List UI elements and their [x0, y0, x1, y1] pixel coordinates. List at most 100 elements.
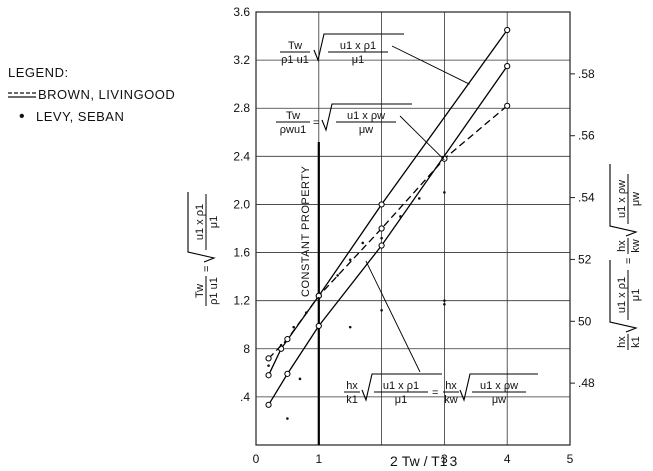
y-tick-label: 1.2: [233, 294, 250, 308]
levy-seban-dot: [298, 377, 302, 381]
y2label-d-den: μw: [630, 192, 642, 206]
y-tick-label: 8: [243, 342, 250, 356]
formula3-left-num: hx: [346, 380, 358, 392]
levy-seban-dot: [443, 302, 446, 306]
y2-tick-label: .56: [578, 129, 595, 143]
constant-property-label: CONSTANT PROPERTY: [300, 165, 312, 297]
levy-seban-dot: [399, 215, 402, 218]
legend-item-levy-seban: • LEVY, SEBAN: [8, 106, 175, 128]
formula2-leader: [399, 115, 445, 161]
formula3-mid-num: u1 x ρ1: [383, 380, 419, 392]
formula1-right-num: u1 x ρ1: [340, 40, 376, 52]
y-tick-label: .4: [240, 390, 250, 404]
levy-seban-dot: [304, 311, 308, 314]
x-tick-label: 3: [441, 452, 448, 466]
legend-label-brown-livingood: BROWN, LIVINGOOD: [38, 87, 176, 102]
y2label-a-num: hx: [616, 336, 628, 348]
y2label-a-den: k1: [630, 336, 642, 348]
plot-frame: [255, 11, 571, 446]
x-tick-label: 4: [504, 452, 511, 466]
ylabel-right-num: u1 x ρ1: [194, 204, 206, 240]
y2-tick-label: 50: [578, 314, 592, 328]
formula3-sqrt2: [459, 373, 538, 402]
formula1-right: u1 x ρ1 μ1: [328, 40, 388, 66]
series-line-2: [268, 105, 508, 359]
y-tick-label: 3.2: [233, 53, 250, 67]
ylabel-sqrt: [187, 192, 216, 263]
levy-seban-dot: [279, 343, 283, 347]
ylabel-eq: =: [201, 266, 213, 272]
y-tick-label: 3.6: [233, 5, 250, 19]
formula3-right: hx kw: [443, 380, 459, 406]
levy-seban-dot: [443, 299, 446, 302]
ylabel-right-den: μ1: [208, 216, 220, 228]
formula2-right-den: μw: [359, 124, 373, 136]
y2label-eq: =: [623, 258, 635, 264]
formula1-left-den: ρ1 u1: [281, 54, 309, 66]
legend-item-brown-livingood: BROWN, LIVINGOOD: [8, 84, 175, 106]
legend-marker-dot: •: [18, 108, 26, 125]
formula3-mid: u1 x ρ1 μ1: [374, 380, 428, 406]
series-point-3: [315, 322, 322, 330]
series-point-2: [284, 336, 291, 343]
y2-tick-label: .58: [578, 67, 595, 81]
levy-seban-dot: [443, 191, 446, 194]
formula3-end-den: μw: [492, 394, 506, 406]
y2label-sqrt2: [609, 164, 638, 237]
formula3-mid-den: μ1: [395, 394, 407, 406]
formula3-leader: [365, 260, 421, 373]
formula2-left: Tw ρwu1: [276, 110, 310, 136]
x-tick-label: 5: [567, 452, 574, 466]
formula1-sqrt: [313, 33, 404, 62]
y2-tick-label: .54: [578, 191, 595, 205]
levy-seban-dot: [417, 197, 421, 200]
levy-seban-dot: [317, 296, 321, 300]
series-point-1: [265, 372, 272, 379]
ylabel-left-den: ρ1 u1: [208, 277, 220, 305]
series-point-3: [265, 401, 272, 408]
legend: LEGEND: BROWN, LIVINGOOD • LEVY, SEBAN: [8, 62, 175, 128]
formula1-right-den: μ1: [352, 54, 364, 66]
series-point-3: [378, 242, 385, 249]
formula3-right-num: hx: [445, 380, 457, 392]
y2-tick-label: 52: [578, 252, 592, 266]
series-point-2: [378, 225, 385, 232]
levy-seban-dot: [361, 241, 365, 245]
y2-tick-label: .48: [578, 376, 595, 390]
x-tick-label: 1: [315, 452, 322, 466]
levy-seban-dot: [336, 274, 339, 277]
legend-marker-lines: [8, 92, 36, 98]
levy-seban-dot: [380, 308, 383, 312]
y2label-c-den: kw: [630, 239, 642, 253]
formula1-left-num: Tw: [288, 40, 302, 52]
x-tick-label: 0: [253, 452, 260, 466]
formula2-left-num: Tw: [286, 110, 300, 122]
formula2-sqrt: [321, 103, 412, 132]
levy-seban-dot: [286, 417, 289, 420]
legend-title: LEGEND:: [8, 65, 69, 80]
formula3-left-den: k1: [346, 394, 358, 406]
formula1-left: Tw ρ1 u1: [280, 40, 310, 66]
y-tick-label: 2.8: [233, 101, 250, 115]
formula2-left-den: ρwu1: [280, 124, 306, 136]
y2label-b-den: μ1: [630, 289, 642, 301]
y2label-sqrt1: [609, 260, 638, 333]
levy-seban-dot: [348, 325, 352, 329]
y-tick-label: 2.0: [233, 197, 250, 211]
series-point-1: [504, 26, 511, 34]
formula3-right-den: kw: [444, 394, 458, 406]
y2label-d-num: u1 x ρw: [616, 180, 628, 218]
levy-seban-dot: [267, 364, 270, 367]
formula3-eq: =: [432, 387, 438, 399]
levy-seban-dot: [348, 258, 352, 262]
